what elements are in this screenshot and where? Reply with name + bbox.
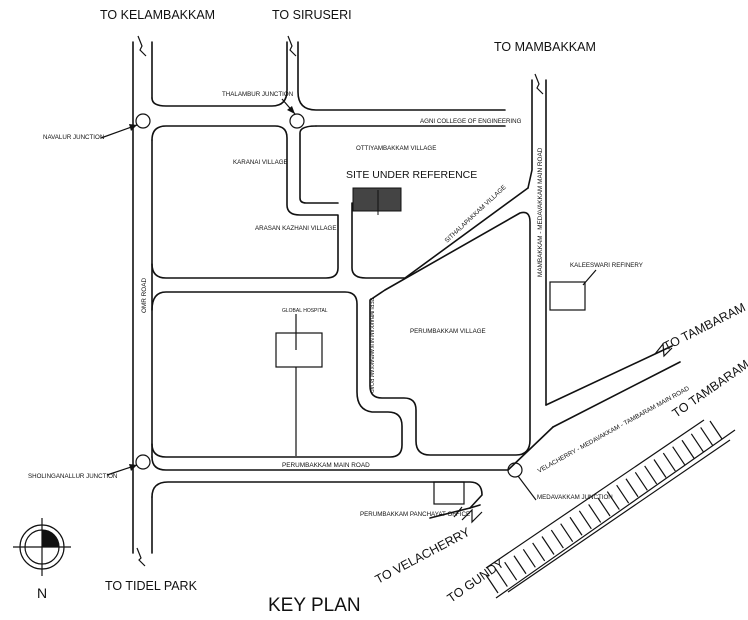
railway-line	[485, 419, 736, 599]
labels: TO KELAMBAKKAM TO SIRUSERI TO MAMBAKKAM …	[28, 8, 748, 616]
tambaram-road-lower	[552, 361, 681, 428]
rail-tie	[541, 536, 555, 555]
rail-tie	[653, 459, 667, 478]
label-to-gundy: TO GUNDY	[445, 556, 507, 606]
break-marks	[136, 35, 673, 567]
label-omr-road: OMR ROAD	[141, 277, 148, 313]
rail-tie	[494, 568, 508, 587]
rail-tie	[709, 420, 723, 440]
rail-tie	[485, 574, 499, 594]
sholinganallur-junction-circle	[135, 454, 151, 470]
label-to-kelambakkam: TO KELAMBAKKAM	[100, 8, 215, 22]
label-to-velacherry: TO VELACHERRY	[373, 525, 473, 587]
block-karanai	[151, 125, 339, 279]
rail-tie	[550, 529, 564, 549]
rail-tie	[513, 555, 527, 575]
label-sithalapakkam: SITHALAPAKKAM VILLAGE	[444, 184, 508, 245]
label-to-tambaram-road: TO TAMBARAM	[661, 300, 748, 353]
label-north: N	[37, 585, 47, 601]
label-perumbakkam-main-road: PERUMBAKKAM MAIN ROAD	[282, 462, 370, 469]
label-global-hospital: GLOBAL HOSPITAL	[282, 308, 328, 314]
site-building	[352, 187, 402, 212]
rail-tie	[588, 504, 602, 523]
rail-tie	[578, 510, 592, 530]
label-mambakkam-medavakkam: MAMBAKKAM - MEDAVAKKAM MAIN ROAD	[537, 147, 544, 277]
road-network	[132, 35, 736, 599]
pointer-arrows	[100, 98, 597, 518]
kaleeswari-refinery-building	[549, 281, 586, 311]
rail-tie	[644, 465, 658, 485]
panchayat-office-building	[433, 481, 465, 505]
siruseri-road-east	[297, 41, 506, 111]
north-compass	[13, 518, 71, 576]
rail-tie	[634, 472, 648, 491]
hospital-block	[151, 291, 403, 458]
siruseri-road-west	[151, 41, 288, 107]
label-karanai: KARANAI VILLAGE	[233, 159, 288, 166]
label-panchayat-office: PERUMBAKKAM PANCHAYAT OFFICE	[360, 511, 470, 518]
label-navalur-junction: NAVALUR JUNCTION	[43, 134, 104, 141]
label-ottiyambakkam: OTTIYAMBAKKAM VILLAGE	[356, 145, 436, 152]
perumbakkam-main-road-upper	[151, 456, 509, 471]
perumbakkam-main-road-lower	[151, 481, 483, 509]
thalambur-junction-circle	[289, 113, 305, 129]
label-to-siruseri: TO SIRUSERI	[272, 8, 352, 22]
label-perumbakkam-nukambakkam: PERUMBAKKAM NUKAMBAKKAM ROAD	[368, 298, 374, 393]
junction-markers	[135, 113, 523, 478]
buildings	[275, 187, 586, 505]
velacherry-road-lower	[469, 504, 481, 509]
rail-tie	[616, 484, 630, 504]
rail-tie	[672, 446, 686, 465]
rail-tie	[681, 439, 695, 459]
rail-tie	[504, 561, 518, 581]
label-medavakkam-junction: MEDAVAKKAM JUNCTION	[537, 494, 613, 501]
mambakkam-road-west	[527, 79, 533, 189]
label-thalambur-junction: THALAMBUR JUNCTION	[222, 91, 293, 98]
label-to-mambakkam: TO MAMBAKKAM	[494, 40, 596, 54]
rail-tie	[569, 516, 583, 536]
rail-tie	[606, 491, 620, 510]
label-site-under-reference: SITE UNDER REFERENCE	[346, 169, 477, 181]
rail-tie	[597, 497, 611, 517]
label-agni-college: AGNI COLLEGE OF ENGINEERING	[420, 118, 522, 125]
label-perumbakkam-village: PERUMBAKKAM VILLAGE	[410, 328, 486, 335]
rail-tie	[625, 478, 639, 498]
sithalapakkam-road	[369, 211, 531, 456]
rail-tie	[690, 433, 704, 453]
key-plan-title: KEY PLAN	[268, 595, 361, 616]
label-kaleeswari-refinery: KALEESWARI REFINERY	[570, 262, 643, 269]
rail-tie	[560, 523, 574, 542]
ottiyambakkam-road	[299, 125, 339, 204]
navalur-junction-circle	[135, 113, 151, 129]
label-sholinganallur-junction: SHOLINGANALLUR JUNCTION	[28, 473, 117, 480]
label-arasan-kazhani: ARASAN KAZHANI VILLAGE	[255, 225, 337, 232]
rail-tie	[522, 549, 536, 568]
rail-tie	[700, 427, 714, 446]
tambaram-road-upper	[545, 345, 673, 406]
rail-tie	[662, 452, 676, 472]
velacherry-spur	[429, 507, 471, 519]
medavakkam-junction-circle	[507, 462, 523, 478]
site-access-road	[351, 187, 529, 279]
rail-tie	[532, 542, 546, 562]
label-to-tidel-park: TO TIDEL PARK	[105, 579, 198, 593]
global-hospital-building	[275, 332, 323, 368]
